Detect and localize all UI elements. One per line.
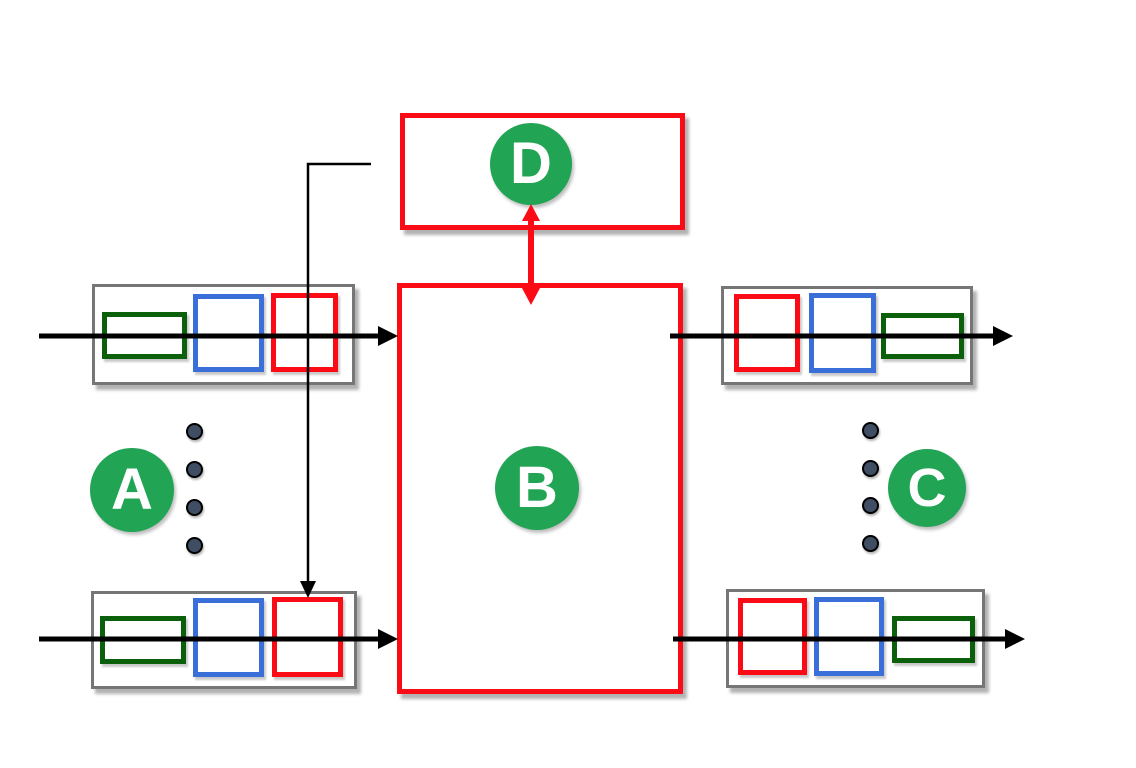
node-d-circle: D (490, 123, 572, 205)
node-c-circle: C (888, 449, 966, 527)
queue-item-red (271, 293, 338, 372)
ellipsis-dot (862, 422, 879, 439)
node-a-label: A (111, 457, 153, 522)
queue-item-green (100, 616, 186, 664)
node-d-label: D (510, 131, 552, 196)
queue-bottom-left (91, 591, 357, 689)
queue-item-green (881, 313, 964, 359)
queue-item-red (272, 597, 343, 677)
queue-bottom-right (726, 589, 985, 688)
node-c-label: C (907, 458, 947, 518)
queue-item-green (102, 312, 187, 359)
queue-item-blue (193, 598, 264, 677)
ellipsis-dot (862, 460, 879, 477)
node-b-label: B (516, 455, 558, 520)
ellipsis-dot (862, 535, 879, 552)
queue-item-blue (193, 294, 264, 372)
node-a-circle: A (90, 448, 174, 532)
queue-item-green (892, 616, 975, 663)
queue-item-blue (814, 597, 884, 676)
ellipsis-dot (186, 499, 203, 516)
node-b-circle: B (495, 446, 579, 530)
queue-top-right (721, 286, 973, 385)
ellipsis-dot (186, 423, 203, 440)
ellipsis-dot (186, 461, 203, 478)
ellipsis-dot (186, 537, 203, 554)
queue-item-red (738, 598, 807, 675)
queue-item-blue (809, 293, 876, 373)
queue-item-red (734, 294, 800, 372)
ellipsis-dot (862, 497, 879, 514)
queue-top-left (92, 284, 355, 385)
